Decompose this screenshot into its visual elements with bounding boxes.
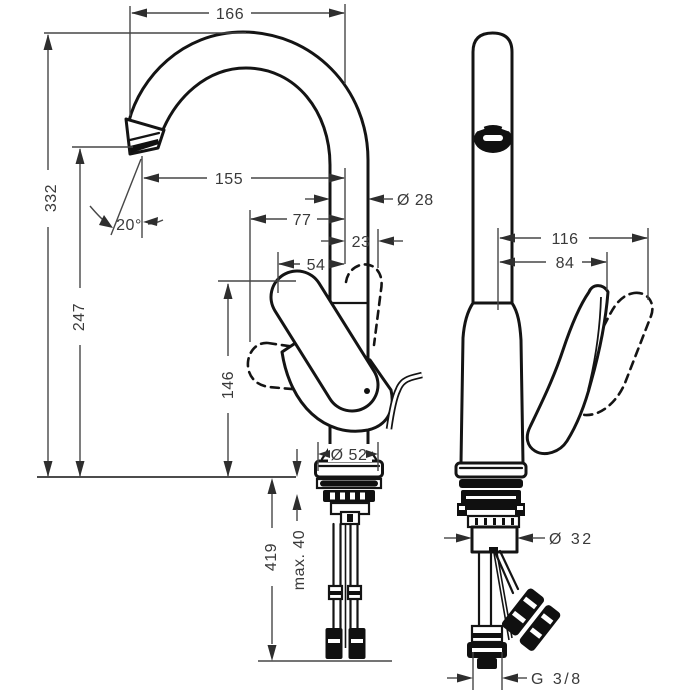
nut-slot [360, 492, 365, 500]
dim-spray-angle-label: 20° [116, 217, 142, 234]
dim-outlet-height-label: 247 [71, 303, 88, 331]
connector-slit [523, 596, 538, 610]
connector-body [501, 588, 545, 636]
handle-dashed-raised [344, 263, 383, 347]
bracket-slot [347, 514, 353, 522]
dimensions-front: 166 332 247 146 155 [43, 4, 434, 661]
foot-slit [517, 506, 523, 510]
dim-label-backing [328, 444, 372, 462]
hose-connector-right [348, 628, 366, 659]
dimensions-side: 116 84 Ø 32 G 3/8 [444, 228, 649, 690]
dim-below-counter-label: 419 [263, 543, 280, 571]
dim-offset-77-label: 77 [293, 212, 312, 229]
angled-connector-2 [519, 605, 561, 651]
handle-pivot-dot [364, 388, 370, 394]
spout-inner-curve [160, 66, 332, 449]
aerator-notch [501, 126, 510, 132]
handle-front-fill [272, 272, 377, 410]
connector-slit [351, 639, 363, 643]
shank-notch [489, 547, 498, 553]
dim-spout-diameter-label: Ø 28 [397, 192, 434, 209]
rubber-washer [320, 480, 378, 487]
dim-thread-label: G 3/8 [531, 671, 583, 688]
dim-overall-height-label: 332 [43, 184, 60, 212]
connector-body [519, 605, 561, 651]
nut-slot [340, 492, 345, 500]
nut-slot [350, 492, 355, 500]
nut-slot [330, 492, 335, 500]
nozzle-aerator-band [130, 139, 159, 153]
aerator-slot [483, 135, 503, 141]
side-rubber-washer [459, 479, 523, 488]
dim-side-reach-label: 84 [556, 255, 575, 272]
pop-up-rod-fill [387, 373, 423, 430]
spanner-tick [493, 518, 496, 525]
connector-slit [511, 610, 527, 624]
side-body [459, 301, 525, 465]
spanner-tick [502, 518, 505, 525]
side-below-deck [457, 479, 561, 669]
spanner-tick [511, 518, 514, 525]
connector-slit [328, 639, 340, 643]
dim-base-diameter-label: Ø 52 [331, 447, 368, 464]
dim-handle-height-label: 146 [220, 371, 237, 399]
foot-slit [459, 506, 465, 510]
aerator-notch [476, 126, 485, 132]
front-below-deck [315, 477, 383, 659]
fitting-band [349, 591, 360, 595]
connector-slit [540, 613, 554, 625]
spout-outer-curve [127, 30, 370, 449]
dim-side-reach-raised-label: 116 [551, 231, 578, 248]
dim-spout-projection-label: 155 [215, 171, 243, 188]
side-view [454, 31, 654, 669]
side-base-plate [454, 461, 528, 479]
dim-shank-diameter-label: Ø 32 [549, 531, 594, 548]
dim-offset-54-label: 54 [307, 257, 326, 274]
side-washer-assembly [461, 490, 521, 510]
dim-max-deck-label: max. 40 [291, 530, 308, 590]
side-handle-inner-line [587, 296, 602, 391]
side-pillar [471, 31, 514, 305]
hose-connector-left [325, 628, 343, 659]
side-hose-angled [493, 550, 515, 595]
dim-offset-23-label: 23 [352, 234, 371, 251]
side-handle [525, 284, 610, 456]
fitting-band [330, 591, 341, 595]
dim-overall-width-label: 166 [216, 6, 244, 23]
nozzle-ring-line [128, 131, 161, 142]
side-hose-angled [498, 549, 520, 591]
connector-slit [472, 648, 502, 652]
side-handle-dashed [568, 291, 654, 417]
spanner-tick [475, 518, 478, 525]
spanner-tick [484, 518, 487, 525]
thread-tail [477, 658, 497, 669]
washer-slit [466, 496, 516, 499]
connector-slit [529, 627, 543, 639]
angled-connector-1 [501, 588, 545, 636]
fitting-band [472, 633, 502, 638]
